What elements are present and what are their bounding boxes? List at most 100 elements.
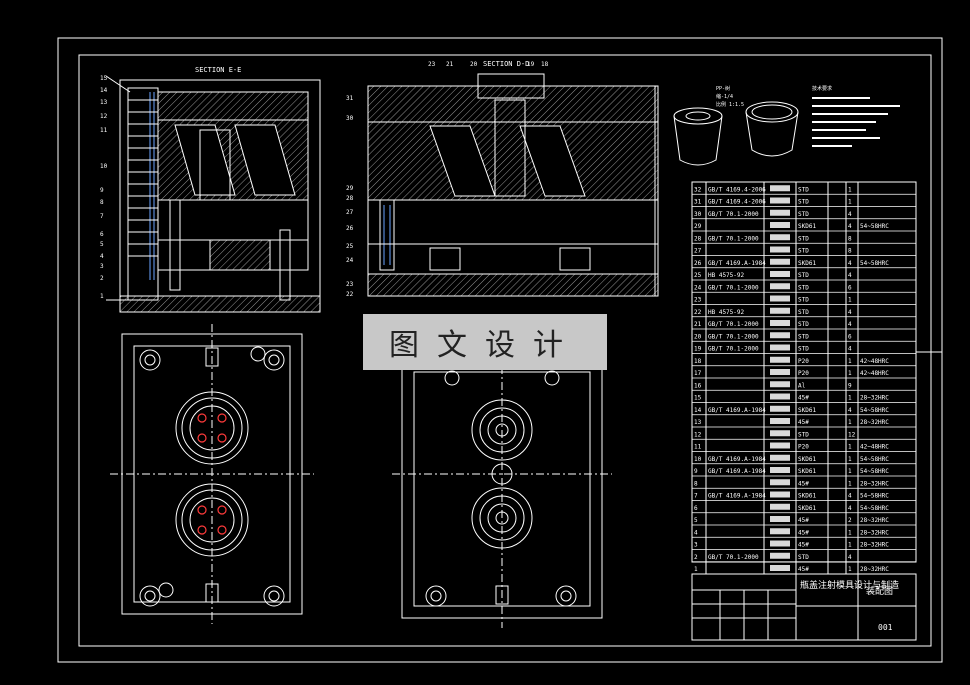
bom-cell-mat: 45#: [798, 395, 809, 402]
bom-cell-mat: SKD61: [798, 493, 816, 500]
bom-cell-no: 17: [694, 370, 702, 377]
svg-text:30: 30: [346, 115, 354, 122]
bom-cell-qty: 4: [848, 505, 852, 512]
svg-text:20: 20: [470, 61, 478, 68]
section-e-e-view: SECTION E-E: [105, 66, 321, 313]
bom-cell-no: 29: [694, 223, 702, 230]
bom-cell-note: 28~32HRC: [860, 517, 889, 524]
bom-cell-no: 16: [694, 382, 702, 389]
bom-cell-no: 7: [694, 493, 698, 500]
bom-cell-note: 54~58HRC: [860, 407, 889, 414]
bom-part-name-glyph: [770, 503, 790, 510]
bom-cell-no: 8: [694, 480, 698, 487]
svg-text:14: 14: [100, 87, 108, 94]
section-e-e-title: SECTION E-E: [195, 66, 241, 74]
drawing-title: 装配图: [866, 585, 893, 597]
bom-cell-mat: SKD61: [798, 223, 816, 230]
bom-cell-mat: 45#: [798, 542, 809, 549]
bom-part-name-glyph: [770, 295, 790, 302]
svg-text:7: 7: [100, 213, 104, 220]
section-d-d-title: SECTION D-D: [483, 60, 529, 68]
bom-part-name-glyph: [770, 491, 790, 498]
title-block: 瓶盖注射模具设计与制造 装配图 001: [691, 573, 917, 641]
bom-cell-mat: STD: [798, 297, 809, 304]
bom-cell-mat: STD: [798, 199, 809, 206]
svg-text:15: 15: [100, 75, 108, 82]
bom-cell-std: GB/T 4169.A-1984: [708, 260, 766, 267]
bom-cell-qty: 4: [848, 554, 852, 561]
bom-cell-no: 4: [694, 529, 698, 536]
bom-cell-no: 31: [694, 199, 702, 206]
bom-part-name-glyph: [770, 418, 790, 424]
callouts-mid-left: 31 30 29 28 27 26 25 24 23 22: [346, 95, 354, 298]
bom-cell-std: GB/T 70.1-2000: [708, 554, 759, 561]
bom-part-name-glyph: [770, 222, 790, 228]
bom-cell-mat: STD: [798, 235, 809, 242]
svg-text:1: 1: [100, 293, 104, 300]
svg-text:29: 29: [346, 185, 354, 192]
bom-part-name-glyph: [770, 197, 790, 204]
bom-cell-mat: SKD61: [798, 505, 816, 512]
bom-cell-no: 25: [694, 272, 702, 279]
bom-cell-note: 28~32HRC: [860, 480, 889, 487]
bom-part-name-glyph: [770, 552, 790, 559]
bom-cell-no: 22: [694, 309, 702, 316]
bom-cell-no: 3: [694, 542, 698, 549]
svg-text:18: 18: [541, 61, 549, 68]
outer-frame: [57, 37, 943, 663]
bom-cell-qty: 1: [848, 297, 852, 304]
bom-part-name-glyph: [770, 565, 790, 571]
svg-text:27: 27: [346, 209, 354, 216]
bom-part-name-glyph: [770, 246, 790, 253]
bom-cell-qty: 1: [848, 186, 852, 193]
bom-cell-qty: 1: [848, 566, 852, 573]
bom-cell-note: 28~32HRC: [860, 529, 889, 536]
svg-text:10: 10: [100, 163, 108, 170]
bom-cell-note: 54~58HRC: [860, 456, 889, 463]
bom-cell-mat: 45#: [798, 517, 809, 524]
bom-cell-mat: STD: [798, 284, 809, 291]
bom-cell-note: 42~48HRC: [860, 370, 889, 377]
bom-cell-qty: 8: [848, 235, 852, 242]
svg-text:2: 2: [100, 275, 104, 282]
bom-cell-mat: 45#: [798, 419, 809, 426]
bom-cell-mat: STD: [798, 431, 809, 438]
bom-cell-note: 28~32HRC: [860, 566, 889, 573]
bom-cell-no: 11: [694, 444, 702, 451]
bom-cell-mat: SKD61: [798, 468, 816, 475]
bom-part-name-glyph: [770, 454, 790, 461]
bom-cell-mat: STD: [798, 211, 809, 218]
bom-part-name-glyph: [770, 528, 790, 535]
svg-text:11: 11: [100, 127, 108, 134]
bom-cell-no: 30: [694, 211, 702, 218]
bom-part-name-glyph: [770, 479, 790, 486]
bom-cell-qty: 4: [848, 321, 852, 328]
bom-cell-note: 42~48HRC: [860, 444, 889, 451]
bom-part-name-glyph: [770, 356, 790, 363]
bom-cell-std: GB/T 70.1-2000: [708, 321, 759, 328]
bom-part-name-glyph: [770, 234, 790, 241]
bom-cell-qty: 8: [848, 248, 852, 255]
bom-cell-no: 28: [694, 235, 702, 242]
bom-part-name-glyph: [770, 307, 790, 314]
bom-cell-qty: 4: [848, 407, 852, 414]
bom-cell-mat: STD: [798, 186, 809, 193]
bom-cell-no: 23: [694, 297, 702, 304]
bom-cell-mat: STD: [798, 333, 809, 340]
bom-cell-no: 9: [694, 468, 698, 475]
bom-cell-mat: STD: [798, 272, 809, 279]
bom-part-name-glyph: [770, 209, 790, 216]
bom-cell-std: GB/T 4169.A-1984: [708, 407, 766, 414]
svg-text:4: 4: [100, 253, 104, 260]
bom-cell-no: 21: [694, 321, 702, 328]
svg-text:24: 24: [346, 257, 354, 264]
svg-text:25: 25: [346, 243, 354, 250]
svg-text:5: 5: [100, 241, 104, 248]
bom-cell-std: GB/T 4169.A-1984: [708, 493, 766, 500]
svg-text:23: 23: [346, 281, 354, 288]
bom-cell-no: 12: [694, 431, 702, 438]
bom-cell-std: GB/T 70.1-2000: [708, 211, 759, 218]
bom-cell-qty: 1: [848, 419, 852, 426]
bom-cell-std: GB/T 4169.4-2006: [708, 186, 766, 193]
